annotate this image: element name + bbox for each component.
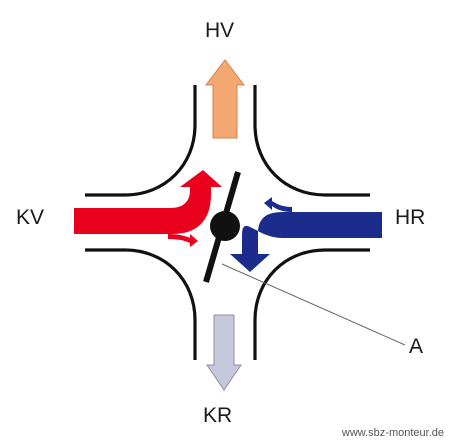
label-a: A [409,335,424,358]
pointer-line-a [221,263,406,346]
wall-top-right [253,85,370,197]
label-kv: KV [16,206,45,229]
blue-flow-arrow [230,197,382,272]
valve-hub [210,211,240,241]
label-hr: HR [395,206,426,229]
wall-top-left [85,85,197,197]
wall-bottom-right [253,248,370,360]
outlet-arrow-bottom [206,314,242,391]
wall-bottom-left [85,248,197,360]
label-kr: KR [203,404,233,427]
valve-flap [203,171,241,283]
label-hv: HV [205,19,235,42]
source-credit: www.sbz-monteur.de [341,427,444,439]
outlet-arrow-top [204,59,246,139]
valve-housing-walls [85,85,370,360]
red-flow-arrow [74,170,222,247]
